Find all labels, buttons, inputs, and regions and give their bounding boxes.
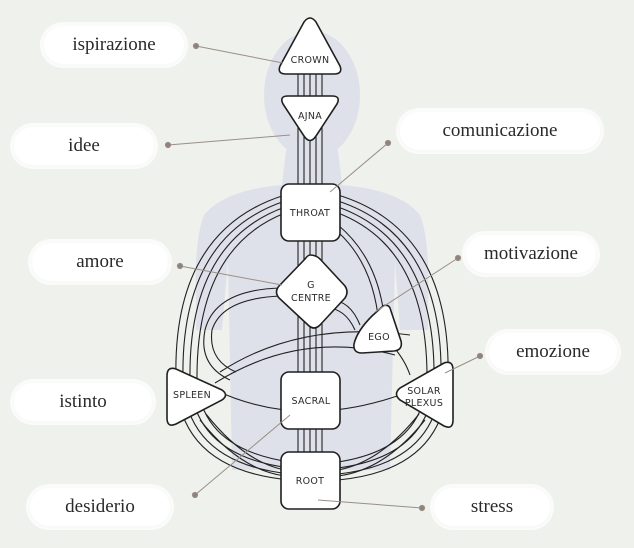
center-ajna — [281, 95, 339, 142]
center-g — [275, 254, 348, 329]
label-amore-text: amore — [76, 251, 124, 272]
center-sacral-label: SACRAL — [292, 396, 331, 407]
leader-dot-motivazione — [454, 254, 462, 262]
centers — [166, 17, 454, 510]
center-root-label: ROOT — [296, 476, 325, 487]
label-stress: stress — [434, 488, 550, 526]
center-root — [280, 451, 341, 510]
channel-solar-root — [337, 413, 426, 477]
label-comunicazione: comunicazione — [400, 112, 600, 150]
leader-dot-ispirazione — [192, 42, 200, 50]
channel-g-spleen — [203, 287, 283, 381]
label-comunicazione-text: comunicazione — [442, 120, 558, 141]
center-spleen-label: SPLEEN — [173, 390, 211, 401]
leader-dot-amore — [176, 262, 184, 270]
center-crown — [278, 17, 342, 75]
center-throat-label: THROAT — [289, 208, 330, 219]
leader-dot-comunicazione — [384, 139, 392, 147]
label-motivazione: motivazione — [466, 235, 596, 273]
center-g-label-1: G — [307, 280, 315, 291]
label-idee-text: idee — [68, 135, 100, 156]
label-desiderio: desiderio — [30, 488, 170, 526]
label-amore: amore — [32, 243, 168, 281]
label-ispirazione-text: ispirazione — [72, 34, 156, 55]
label-istinto: istinto — [14, 383, 152, 421]
center-g-label-2: CENTRE — [291, 293, 331, 304]
label-ispirazione: ispirazione — [44, 26, 184, 64]
center-throat — [280, 183, 341, 242]
label-emozione-text: emozione — [516, 341, 590, 362]
center-sacral — [280, 371, 341, 430]
leader-dot-emozione — [476, 352, 484, 360]
leader-lines — [164, 42, 484, 512]
center-ego-label: EGO — [368, 332, 390, 343]
leader-dot-stress — [418, 504, 426, 512]
center-crown-label: CROWN — [291, 55, 330, 66]
leader-dot-idee — [164, 141, 172, 149]
center-ajna-label: AJNA — [298, 111, 322, 122]
label-motivazione-text: motivazione — [484, 243, 578, 264]
label-stress-text: stress — [470, 496, 514, 517]
center-solar-plexus — [395, 361, 454, 428]
label-emozione: emozione — [489, 333, 617, 371]
leader-dot-desiderio — [191, 491, 199, 499]
center-spleen — [166, 367, 227, 426]
center-ego — [353, 304, 403, 354]
center-solar-label-2: PLEXUS — [405, 398, 443, 409]
label-idee: idee — [14, 127, 154, 165]
label-istinto-text: istinto — [59, 391, 107, 412]
center-solar-label-1: SOLAR — [407, 386, 441, 397]
center-labels: CROWN AJNA THROAT G CENTRE EGO SPLEEN SA… — [173, 55, 443, 487]
channel-spleen-root — [199, 413, 286, 477]
label-desiderio-text: desiderio — [65, 496, 135, 517]
